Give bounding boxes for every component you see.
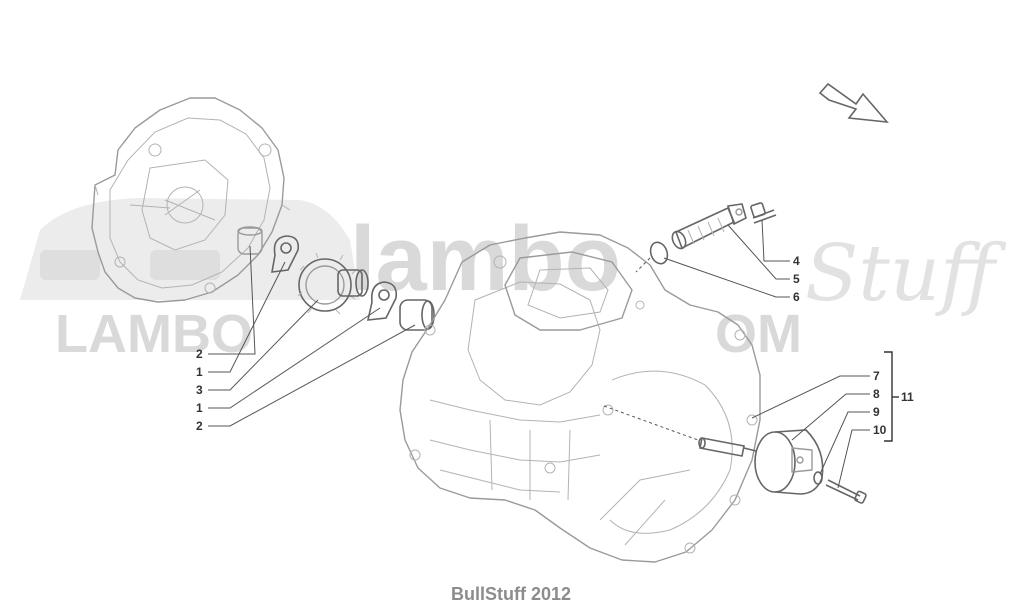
drive-gear <box>297 252 369 315</box>
watermark: lambo LAMBO OM Stuff <box>20 198 1007 364</box>
callout-label: 10 <box>873 423 887 437</box>
group-callout-label: 11 <box>901 390 914 404</box>
footer-credit: BullStuff 2012 <box>451 584 571 604</box>
callout-label: 9 <box>873 405 880 419</box>
callout-labels: 2 1 3 1 2 4 5 6 7 8 9 10 <box>196 254 887 437</box>
callout-label: 4 <box>793 254 800 268</box>
selector-sleeve <box>671 203 747 250</box>
callout-label: 1 <box>196 365 203 379</box>
group-bracket: 11 <box>884 351 914 442</box>
washer-small <box>813 471 823 485</box>
callout-label: 1 <box>196 401 203 415</box>
callout-label: 7 <box>873 369 880 383</box>
callout-label: 5 <box>793 272 800 286</box>
gearbox-casing <box>399 231 761 563</box>
pump-shaft <box>698 437 757 457</box>
oil-pump-body <box>754 429 824 495</box>
direction-arrow-icon <box>818 82 889 124</box>
site-watermark-left: LAMBO <box>55 304 253 364</box>
callout-label: 8 <box>873 387 880 401</box>
script-watermark: Stuff <box>805 229 1007 319</box>
fixing-bolt-upper <box>750 202 777 224</box>
callout-label: 3 <box>196 383 203 397</box>
washer-lower <box>366 281 398 321</box>
o-ring <box>649 241 669 265</box>
callout-label: 2 <box>196 347 203 361</box>
site-watermark-right: OM <box>715 304 802 364</box>
brand-watermark-text: lambo <box>350 208 621 310</box>
leader-lines <box>208 219 870 489</box>
washer-upper <box>271 235 300 273</box>
callout-label: 2 <box>196 419 203 433</box>
callout-label: 6 <box>793 290 800 304</box>
fixing-bolt-lower <box>825 479 867 504</box>
bell-housing <box>91 97 291 303</box>
